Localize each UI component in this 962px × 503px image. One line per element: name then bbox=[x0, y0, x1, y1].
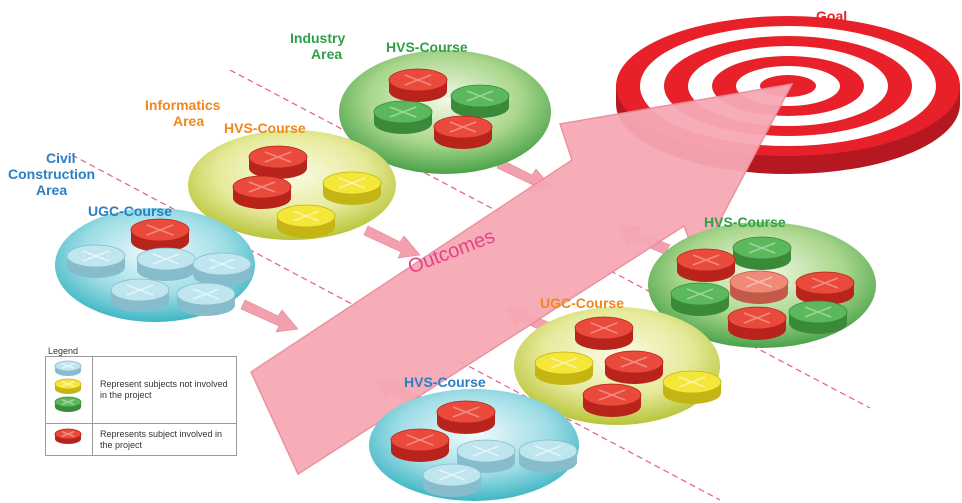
legend-cyan-puck bbox=[54, 360, 82, 376]
industry-area-label: Industry Area bbox=[290, 30, 346, 62]
right-ugc-course-label: UGC-Course bbox=[540, 295, 625, 311]
legend-title: Legend bbox=[48, 346, 79, 356]
subject-puck bbox=[422, 463, 482, 497]
subject-puck bbox=[788, 300, 848, 334]
subject-puck bbox=[248, 145, 308, 179]
subject-puck bbox=[322, 171, 382, 205]
subject-puck bbox=[373, 100, 433, 134]
industry-hvs-course-label: HVS-Course bbox=[386, 39, 468, 55]
legend-red-puck bbox=[54, 428, 82, 444]
subject-puck bbox=[518, 439, 578, 473]
subject-puck bbox=[604, 350, 664, 384]
civil-area-label: Civil Construction Area bbox=[8, 150, 96, 198]
informatics-area-label: Informatics Area bbox=[145, 97, 221, 129]
outcomes-arrow bbox=[250, 83, 794, 476]
subject-puck bbox=[433, 115, 493, 149]
subject-puck bbox=[574, 316, 634, 350]
informatics-hvs-course-label: HVS-Course bbox=[224, 120, 306, 136]
legend-yellow-puck bbox=[54, 378, 82, 394]
legend-not-involved-text: Represent subjects not involved in the p… bbox=[100, 379, 228, 400]
subject-puck bbox=[534, 351, 594, 385]
subject-puck bbox=[582, 383, 642, 417]
subject-puck bbox=[732, 236, 792, 270]
subject-puck bbox=[390, 428, 450, 462]
subject-puck bbox=[676, 248, 736, 282]
subject-puck bbox=[276, 204, 336, 238]
bottom-hvs-course-label: HVS-Course bbox=[404, 374, 486, 390]
subject-puck bbox=[136, 247, 196, 281]
civil-ugc-course-label: UGC-Course bbox=[88, 203, 173, 219]
subject-puck bbox=[110, 278, 170, 312]
goal-label: Goal bbox=[816, 8, 848, 24]
subject-puck bbox=[176, 282, 236, 316]
subject-puck bbox=[729, 270, 789, 304]
legend-green-puck bbox=[54, 396, 82, 412]
subject-puck bbox=[670, 282, 730, 316]
subject-puck bbox=[232, 175, 292, 209]
subject-puck bbox=[795, 271, 855, 305]
legend: Legend Represent subjects not involved i… bbox=[45, 346, 237, 456]
subject-pucks bbox=[66, 68, 855, 497]
subject-puck bbox=[192, 252, 252, 286]
subject-puck bbox=[662, 370, 722, 404]
right-hvs-course-label: HVS-Course bbox=[704, 214, 786, 230]
subject-puck bbox=[436, 400, 496, 434]
informatics-hvs-ellipse bbox=[188, 130, 396, 240]
subject-puck bbox=[130, 218, 190, 252]
legend-involved-text: Represents subject involved in the proje… bbox=[100, 429, 223, 450]
subject-puck bbox=[450, 84, 510, 118]
subject-puck bbox=[388, 68, 448, 102]
legend-swatches bbox=[54, 360, 82, 444]
subject-puck bbox=[727, 306, 787, 340]
subject-puck bbox=[66, 244, 126, 278]
